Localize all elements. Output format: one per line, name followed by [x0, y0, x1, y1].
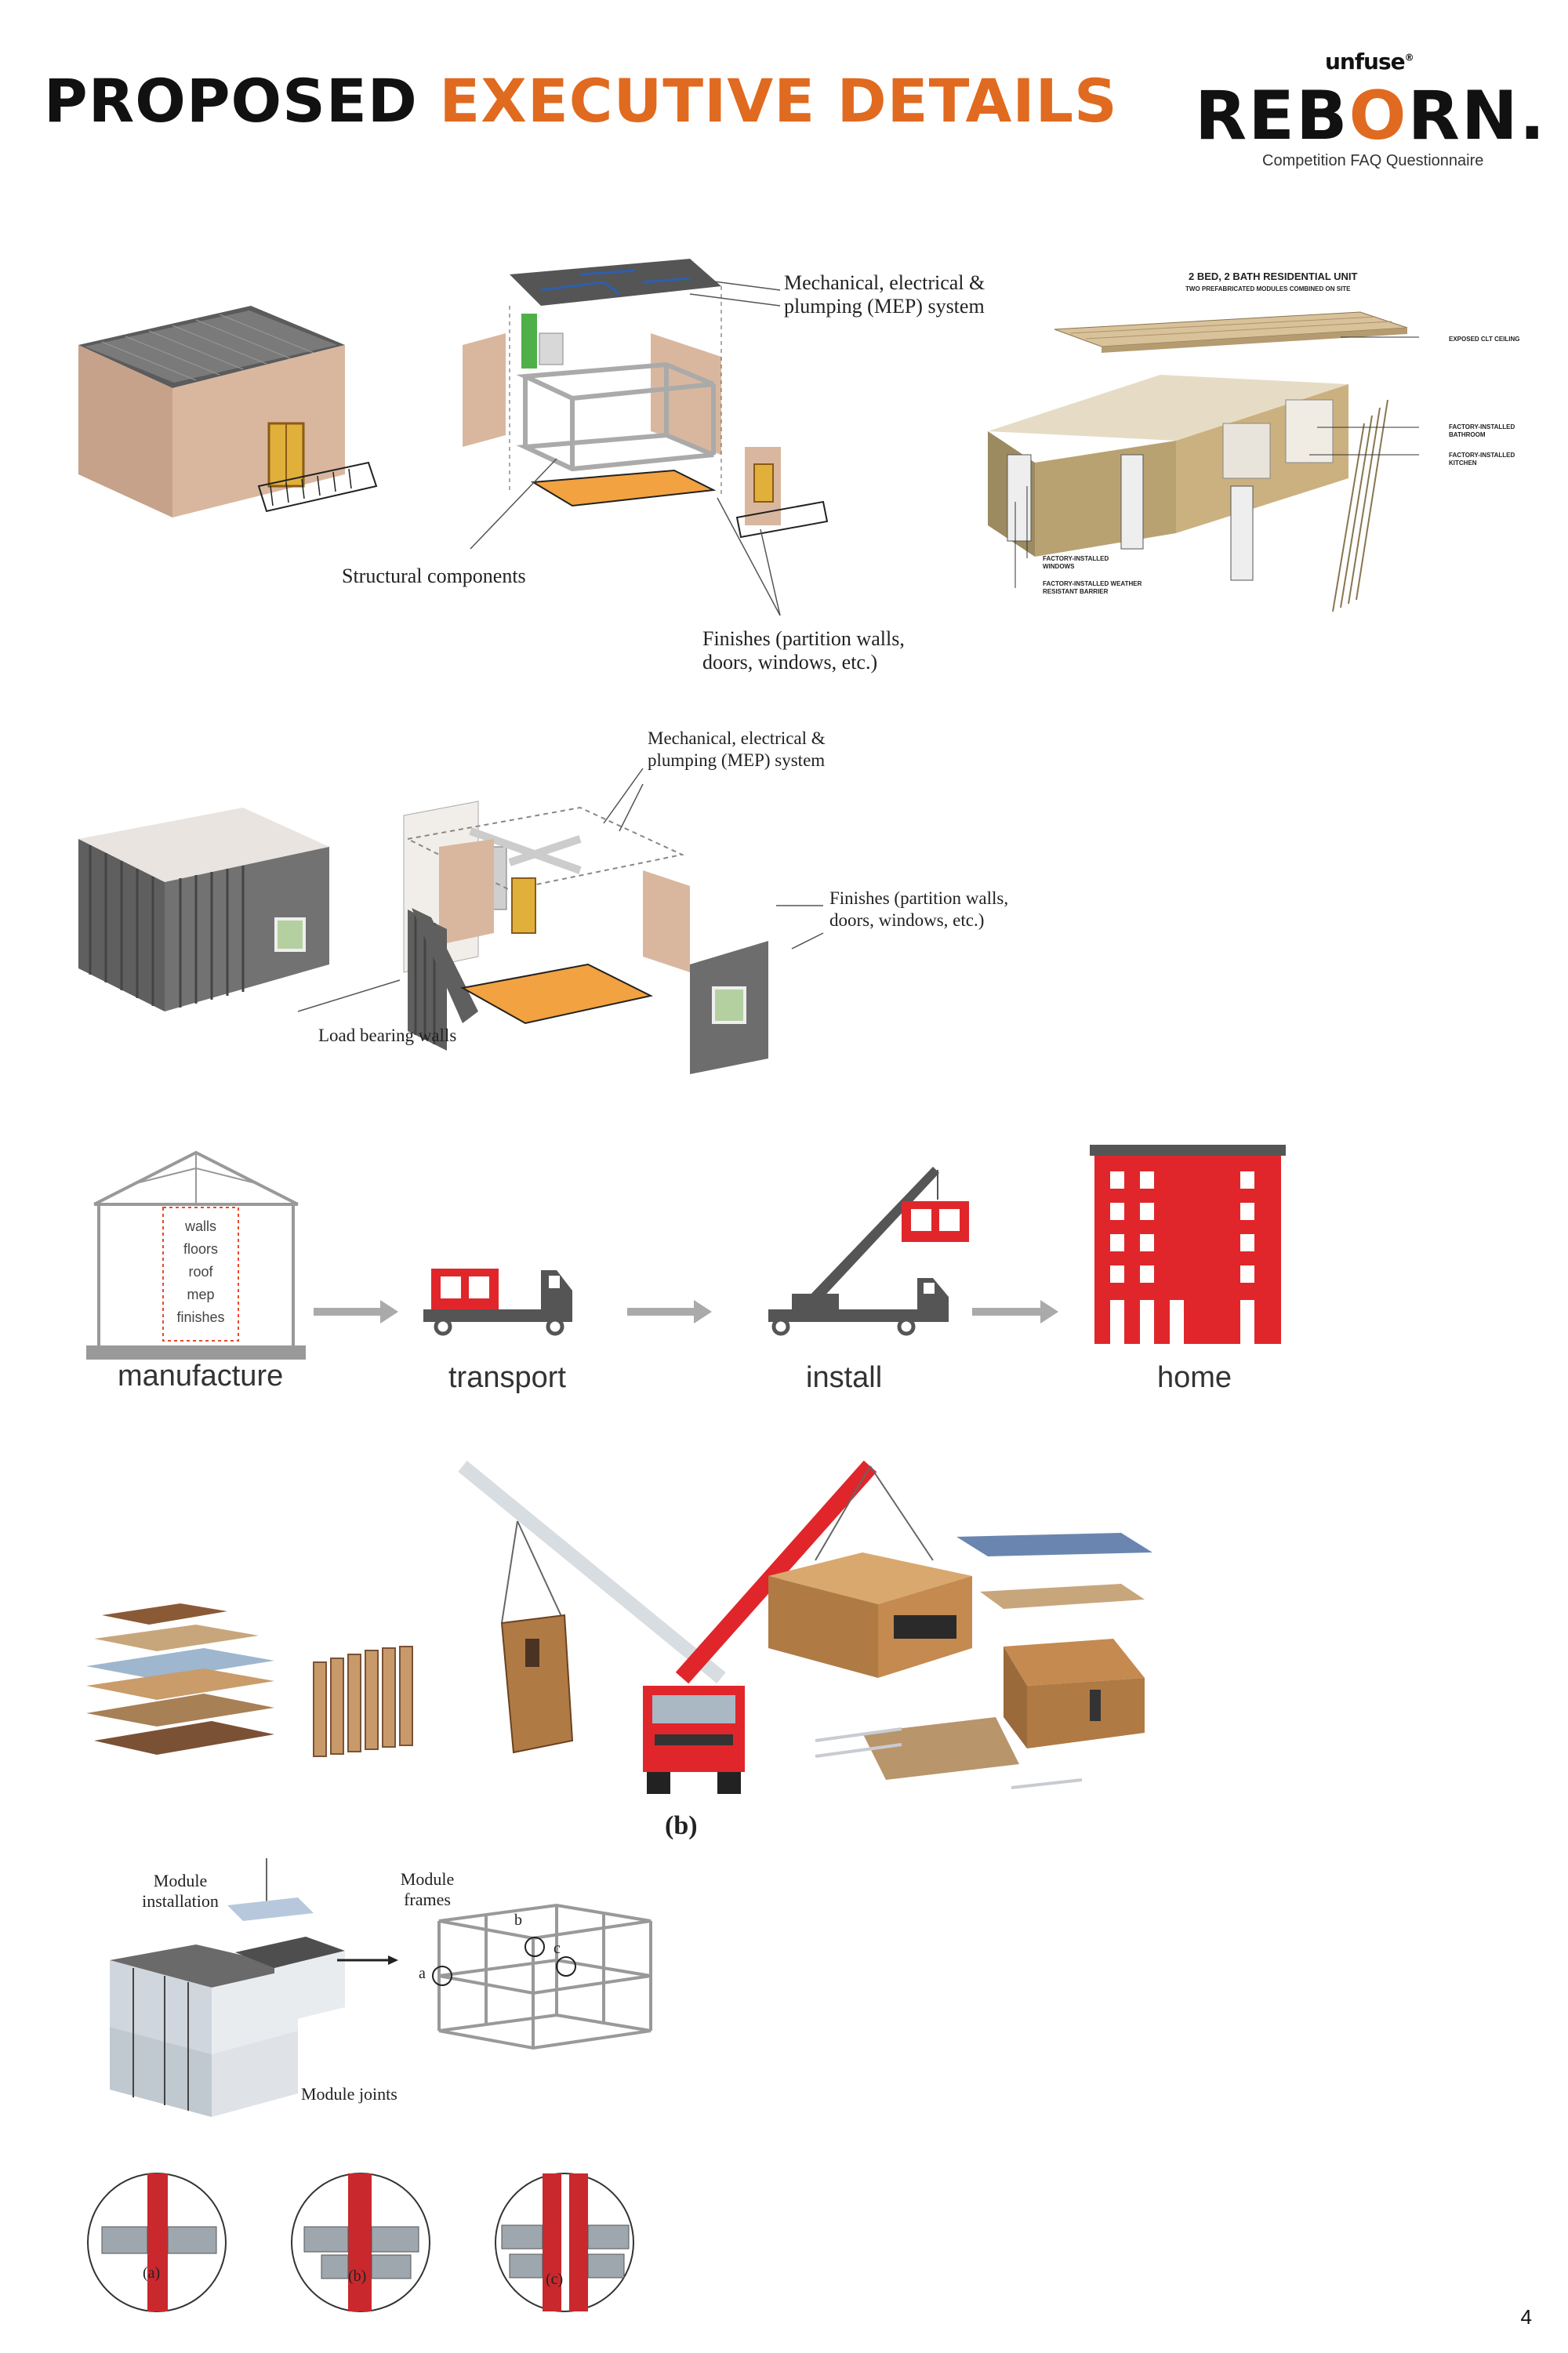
title-part-1: PROPOSED — [44, 66, 418, 136]
flow-step-home: home — [1157, 1361, 1232, 1395]
component-roof: roof — [163, 1261, 238, 1284]
finishes-label-2: Finishes (partition walls, doors, window… — [829, 888, 1018, 931]
module-frames-illustration — [439, 1905, 651, 2048]
joint-detail-b — [292, 2173, 430, 2311]
flow-step-transport: transport — [448, 1361, 566, 1395]
page-number: 4 — [1521, 2305, 1532, 2329]
component-mep: mep — [163, 1284, 238, 1306]
title-part-2: EXECUTIVE DETAILS — [439, 66, 1117, 136]
component-finishes: finishes — [163, 1306, 238, 1329]
stacked-modules-illustration — [110, 1858, 345, 2117]
component-floors: floors — [163, 1238, 238, 1261]
component-walls: walls — [163, 1215, 238, 1238]
finishes-label-1: Finishes (partition walls, doors, window… — [702, 627, 930, 674]
logo-unfuse: unfuse® — [1325, 49, 1414, 74]
callout-windows: FACTORY-INSTALLED WINDOWS — [1043, 555, 1129, 571]
callout-bathroom: FACTORY-INSTALLED BATHROOM — [1449, 423, 1535, 439]
closed-module-illustration — [78, 808, 329, 1011]
joint-letter-a: a — [419, 1965, 426, 1983]
logo-subtitle: Competition FAQ Questionnaire — [1262, 152, 1483, 170]
install-crane-icon — [768, 1167, 969, 1334]
load-bearing-walls-label: Load bearing walls — [318, 1026, 522, 1046]
unit-title: 2 BED, 2 BATH RESIDENTIAL UNIT — [1189, 273, 1357, 281]
figure-site-assembly — [78, 1443, 1294, 1803]
joint-detail-a — [88, 2173, 226, 2311]
joint-letter-c: c — [554, 1940, 561, 1958]
figure-process-flow — [86, 1145, 1309, 1364]
joint-caption-c: (c) — [546, 2271, 563, 2289]
flow-step-manufacture: manufacture — [118, 1360, 283, 1393]
figure-module-joints — [86, 1858, 713, 2297]
callout-kitchen: FACTORY-INSTALLED KITCHEN — [1449, 452, 1535, 467]
page-title: PROPOSED EXECUTIVE DETAILS — [44, 66, 1118, 136]
callout-ceiling: EXPOSED CLT CEILING — [1449, 336, 1543, 343]
flow-step-install: install — [806, 1361, 882, 1395]
exploded-module-illustration — [463, 259, 827, 615]
figure-residential-unit — [980, 298, 1427, 627]
unit-subtitle: TWO PREFABRICATED MODULES COMBINED ON SI… — [1185, 285, 1351, 293]
transport-truck-icon — [423, 1269, 572, 1334]
joint-caption-b: (b) — [348, 2268, 366, 2286]
home-building-icon — [1090, 1145, 1286, 1344]
arrow-icon — [337, 1955, 398, 1965]
joint-detail-c — [495, 2173, 633, 2311]
mep-label-1: Mechanical, electrical & plumping (MEP) … — [784, 271, 988, 318]
structural-components-label: Structural components — [342, 565, 577, 588]
suspended-module-illustration — [768, 1466, 972, 1678]
assembled-module-illustration — [78, 306, 376, 517]
panel-stack-illustration — [86, 1603, 274, 1755]
callout-barrier: FACTORY-INSTALLED WEATHER RESISTANT BARR… — [1043, 580, 1145, 596]
wall-panels-illustration — [314, 1647, 412, 1756]
logo-reborn: REBORN. — [1195, 77, 1547, 155]
manufacture-components-list: walls floors roof mep finishes — [163, 1215, 238, 1329]
site-assembly-caption: (b) — [665, 1811, 698, 1841]
mep-label-2: Mechanical, electrical & plumping (MEP) … — [648, 728, 836, 772]
joint-caption-a: (a) — [143, 2264, 160, 2282]
joint-letter-b: b — [514, 1912, 522, 1930]
